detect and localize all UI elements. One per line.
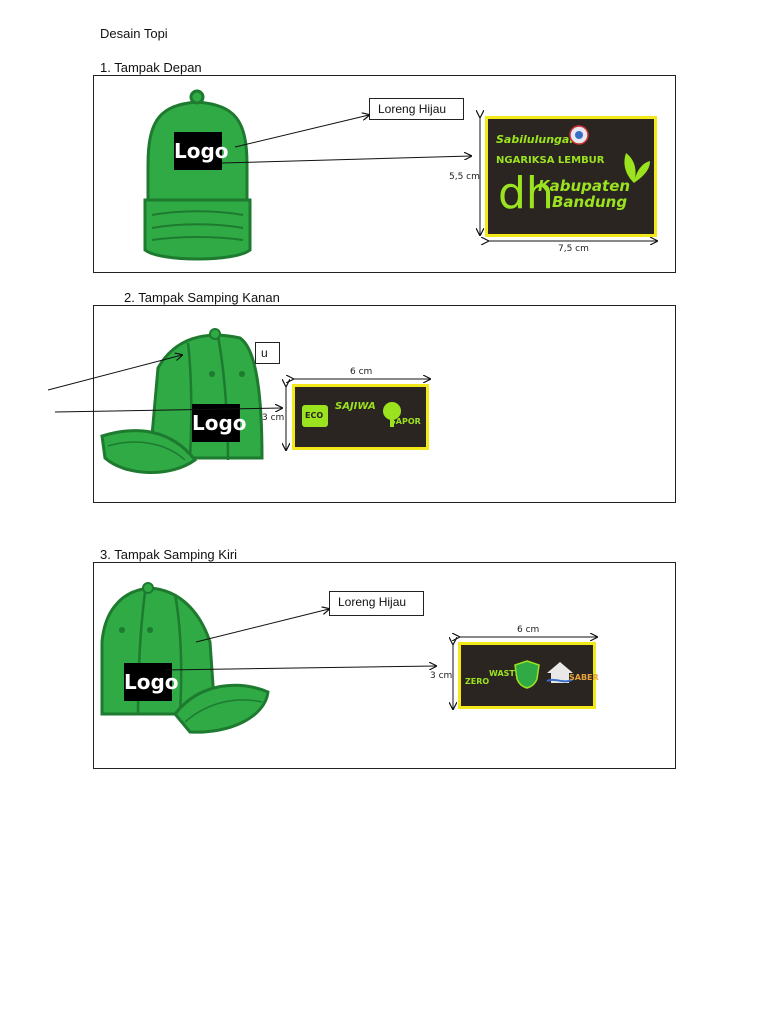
section-heading-right: 2. Tampak Samping Kanan	[124, 290, 280, 305]
badge-right-a: ECO	[305, 411, 324, 420]
logo-placeholder-front: Logo	[174, 132, 229, 170]
badge-front-line1: Sabilulungan	[496, 133, 578, 146]
logo-placeholder-left: Logo	[124, 663, 179, 701]
leaf-icon	[624, 153, 650, 183]
label-loreng-hijau-left: Loreng Hijau	[329, 591, 424, 616]
label-loreng-hijau-right: u	[255, 342, 280, 364]
tree-icon	[383, 402, 401, 427]
dim-height-left: 3 cm	[430, 671, 453, 681]
badge-front-line4: Bandung	[552, 193, 628, 211]
badge-right-b: SAJIWA	[335, 401, 376, 412]
dim-width-right: 6 cm	[350, 367, 373, 377]
section-heading-front: 1. Tampak Depan	[100, 60, 202, 75]
dim-height-right: 3 cm	[262, 413, 285, 423]
badge-front-mark: dh	[498, 168, 554, 219]
label-loreng-hijau-front: Loreng Hijau	[369, 98, 464, 120]
badge-left-c: SABER	[569, 673, 599, 682]
dim-width-front: 7,5 cm	[558, 244, 589, 254]
badge-right-c: SAPOR	[390, 417, 421, 426]
shield-icon	[514, 660, 540, 689]
badge-left: ZERO WASTE SABER	[458, 642, 599, 709]
logo-placeholder-right: Logo	[192, 404, 247, 442]
badge-left-b: WASTE	[489, 669, 521, 678]
document-title: Desain Topi	[100, 26, 168, 41]
badge-left-a: ZERO	[465, 677, 490, 686]
badge-front-line3: Kabupaten	[538, 177, 631, 195]
dim-width-left: 6 cm	[517, 625, 540, 635]
eco-icon	[302, 405, 328, 427]
badge-front-line2: NGARIKSA LEMBUR	[496, 155, 605, 166]
crest-icon	[569, 125, 589, 145]
badge-front: Sabilulungan NGARIKSA LEMBUR dh Kabupate…	[485, 116, 657, 237]
dim-height-front: 5,5 cm	[449, 172, 480, 182]
section-heading-left: 3. Tampak Samping Kiri	[100, 547, 238, 562]
badge-right: ECO SAJIWA SAPOR	[292, 384, 429, 450]
house-icon	[546, 662, 574, 683]
